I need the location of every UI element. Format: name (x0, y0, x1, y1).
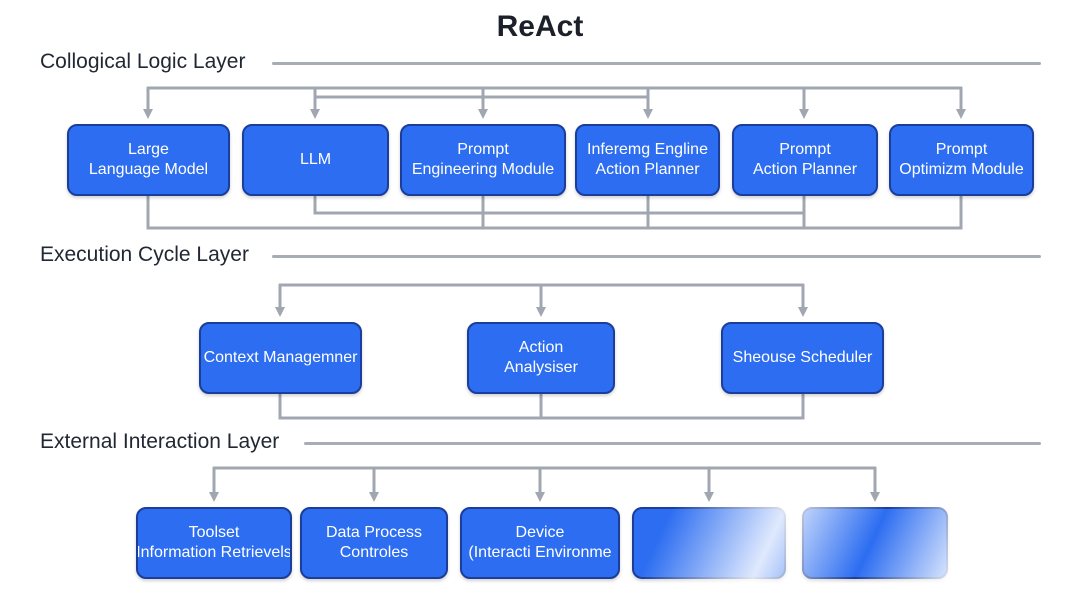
external-box-5 (802, 507, 948, 579)
box-line2: Action Planner (595, 161, 700, 178)
logic-bottom-bus (146, 195, 963, 230)
box-line1: Large (128, 141, 169, 158)
large-language-model-box: Large Language Model (67, 124, 230, 196)
layer-label-external: External Interaction Layer (40, 430, 280, 453)
box-line1: Inferemg Engline (587, 141, 708, 158)
box-line2: Information Retrievels (136, 544, 292, 561)
box-line2: Controles (339, 544, 409, 561)
box-line1: Toolset (188, 524, 240, 541)
box-line1: Prompt (779, 141, 831, 158)
layer-label-execution: Execution Cycle Layer (40, 243, 249, 266)
box-line1: Device (515, 524, 565, 541)
box-line2: Engineering Module (411, 161, 555, 178)
data-process-box: Data Process Controles (300, 507, 448, 579)
inference-engine-box: Inferemg Engline Action Planner (575, 124, 720, 196)
box-line1: Context Managemner (203, 349, 358, 366)
action-analyser-box: Action Analysiser (467, 322, 615, 394)
device-box: Device (Interacti Environme (460, 507, 620, 579)
layer-divider-external (304, 442, 1041, 445)
box-line2: Analysiser (504, 359, 578, 376)
prompt-optimizm-module-box: Prompt Optimizm Module (889, 124, 1034, 196)
box-line1: Action (518, 339, 564, 356)
layer-divider-execution (272, 255, 1041, 258)
toolset-box: Toolset Information Retrievels (136, 507, 292, 579)
box-line1: Sheouse Scheduler (732, 349, 873, 366)
scheduler-box: Sheouse Scheduler (721, 322, 884, 394)
box-line1: Data Process (325, 524, 423, 541)
layer-label-logic: Collogical Logic Layer (40, 50, 246, 73)
box-line2: Optimizm Module (899, 161, 1024, 178)
box-line2: Action Planner (752, 161, 858, 178)
prompt-action-planner-box: Prompt Action Planner (732, 124, 878, 196)
external-box-4 (632, 507, 786, 579)
llm-box: LLM (242, 124, 389, 196)
logic-bottom-bus-inner (313, 195, 806, 215)
box-line2: Language Model (88, 161, 209, 178)
context-manager-box: Context Managemner (199, 322, 362, 394)
box-line2: (Interacti Environme (468, 544, 612, 561)
box-line1: Prompt (457, 141, 509, 158)
prompt-engineering-module-box: Prompt Engineering Module (400, 124, 566, 196)
layer-divider-logic (272, 62, 1041, 65)
box-line1: LLM (299, 151, 332, 168)
box-line1: Prompt (935, 141, 988, 158)
diagram-title: ReAct (496, 10, 584, 43)
